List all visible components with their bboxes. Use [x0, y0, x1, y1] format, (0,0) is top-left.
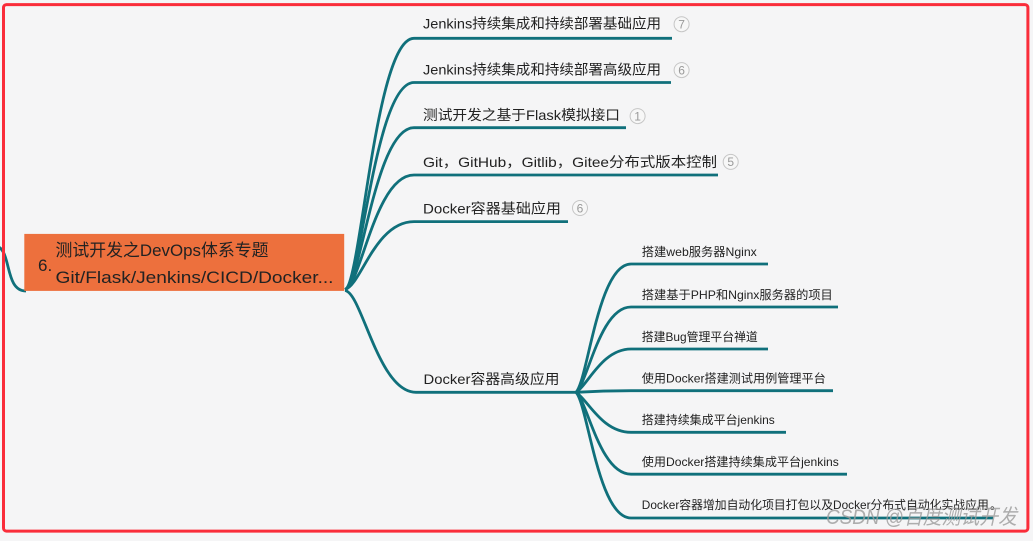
svg-text:7: 7 — [678, 18, 685, 32]
svg-text:测试开发之DevOps体系专题: 测试开发之DevOps体系专题 — [56, 241, 269, 260]
svg-text:Git/Flask/Jenkins/CICD/Docker.: Git/Flask/Jenkins/CICD/Docker... — [56, 268, 334, 287]
svg-text:使用Docker搭建测试用例管理平台: 使用Docker搭建测试用例管理平台 — [642, 371, 826, 386]
svg-text:搭建Bug管理平台禅道: 搭建Bug管理平台禅道 — [642, 329, 758, 344]
svg-text:Docker容器高级应用: Docker容器高级应用 — [424, 371, 560, 387]
svg-text:Jenkins持续集成和持续部署基础应用: Jenkins持续集成和持续部署基础应用 — [423, 16, 661, 32]
svg-text:搭建持续集成平台jenkins: 搭建持续集成平台jenkins — [642, 412, 775, 427]
svg-text:测试开发之基于Flask模拟接口: 测试开发之基于Flask模拟接口 — [423, 107, 620, 123]
svg-text:6.: 6. — [38, 256, 52, 275]
svg-text:搭建web服务器Nginx: 搭建web服务器Nginx — [642, 244, 757, 259]
svg-text:6: 6 — [678, 63, 685, 77]
svg-text:搭建基于PHP和Nginx服务器的项目: 搭建基于PHP和Nginx服务器的项目 — [642, 287, 833, 302]
svg-text:1: 1 — [634, 109, 641, 123]
svg-text:Docker容器基础应用: Docker容器基础应用 — [423, 201, 561, 217]
svg-text:Docker容器增加自动化项目打包以及Docker分布式自动: Docker容器增加自动化项目打包以及Docker分布式自动化实战应用 — [642, 497, 989, 512]
svg-text:。: 。 — [990, 498, 1002, 512]
svg-text:使用Docker搭建持续集成平台jenkins: 使用Docker搭建持续集成平台jenkins — [642, 454, 839, 469]
svg-text:CSDN @百度测试开发: CSDN @百度测试开发 — [826, 506, 1019, 529]
svg-text:Jenkins持续集成和持续部署高级应用: Jenkins持续集成和持续部署高级应用 — [423, 62, 661, 78]
svg-text:Git，GitHub，Gitlib，Gitee分布式版本控制: Git，GitHub，Gitlib，Gitee分布式版本控制 — [423, 154, 717, 170]
svg-text:5: 5 — [727, 155, 734, 169]
svg-text:6: 6 — [577, 201, 584, 215]
